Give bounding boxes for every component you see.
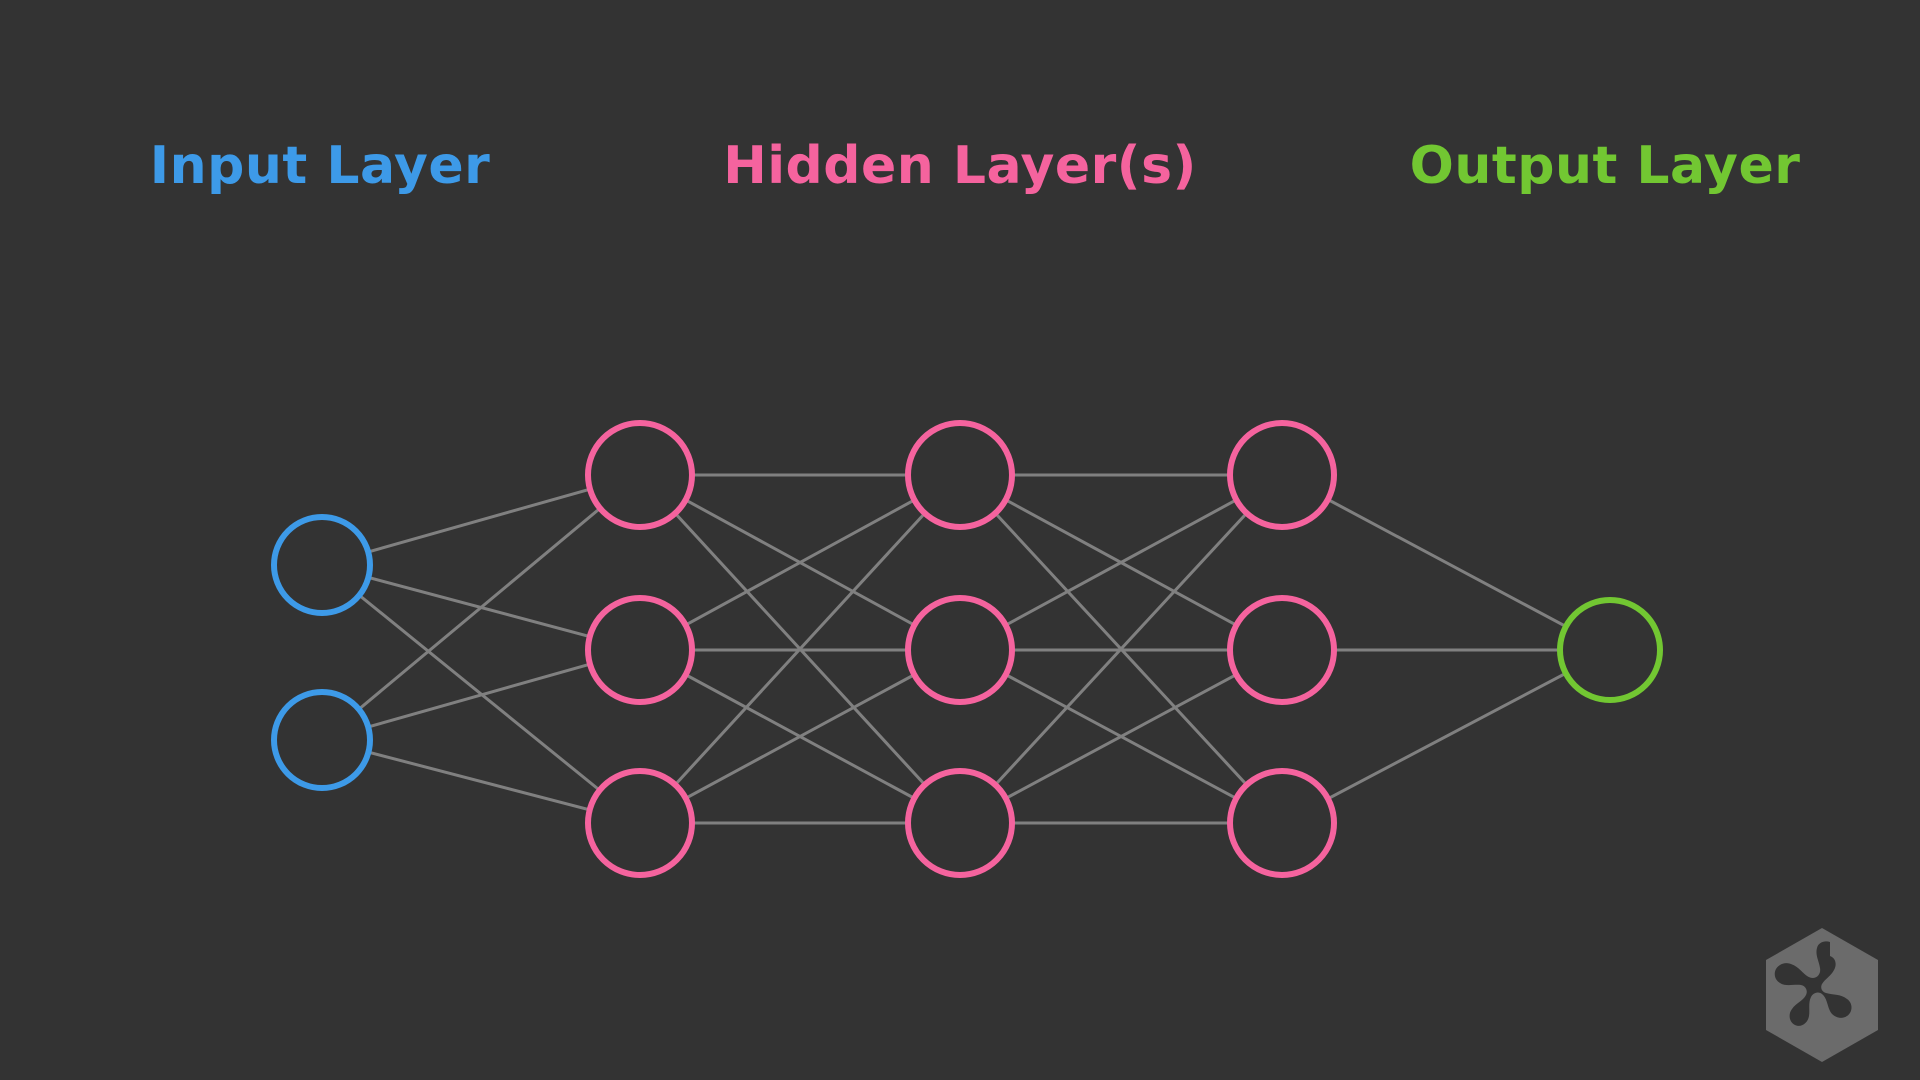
- neuron-node-h2_3: [905, 768, 1015, 878]
- output-layer-label: Output Layer: [1409, 136, 1801, 196]
- input-layer-label: Input Layer: [149, 136, 491, 196]
- connection-edge: [1280, 648, 1612, 825]
- neuron-node-h2_1: [905, 420, 1015, 530]
- neuron-nodes: [271, 420, 1663, 878]
- neuron-node-o1: [1557, 597, 1663, 703]
- neuron-node-h3_2: [1227, 595, 1337, 705]
- connection-edge: [958, 473, 1284, 825]
- neuron-node-h3_3: [1227, 768, 1337, 878]
- hexagon-neuron-logo-icon: [1766, 928, 1878, 1062]
- connection-edge: [320, 473, 642, 742]
- neuron-node-i2: [271, 689, 373, 791]
- connection-edge: [958, 473, 1284, 652]
- hidden-layer-label: Hidden Layer(s): [723, 136, 1197, 196]
- neuron-node-h1_2: [585, 595, 695, 705]
- neuron-glyph: [1774, 941, 1852, 1026]
- neuron-node-h2_2: [905, 595, 1015, 705]
- connection-edge: [1280, 473, 1612, 652]
- connection-edge: [320, 473, 642, 567]
- neuron-node-h1_1: [585, 420, 695, 530]
- neuron-node-h1_3: [585, 768, 695, 878]
- connection-edge: [320, 648, 642, 742]
- connection-edge: [638, 473, 962, 652]
- connection-edge: [958, 648, 1284, 825]
- connection-edges: [320, 473, 1612, 825]
- connection-edge: [638, 648, 962, 825]
- neuron-node-h3_1: [1227, 420, 1337, 530]
- connection-edge: [638, 473, 962, 825]
- neuron-node-i1: [271, 514, 373, 616]
- hexagon-shape: [1766, 928, 1878, 1062]
